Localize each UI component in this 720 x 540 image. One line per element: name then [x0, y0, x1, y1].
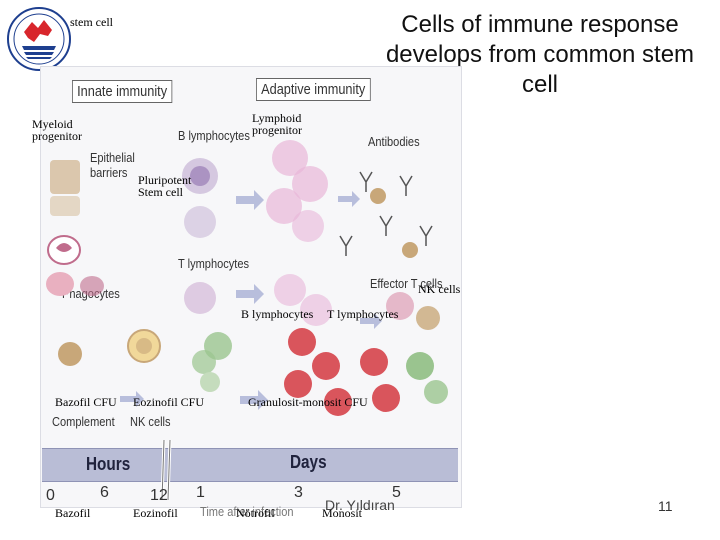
- myeloid-progenitor-label-2: progenitor: [32, 129, 82, 143]
- immune-figure-panel: [40, 66, 462, 508]
- cell-illustrations: [46, 140, 448, 416]
- figure-t-lymphocytes-label: T lymphocytes: [178, 256, 250, 271]
- arrow-icons: [120, 190, 382, 410]
- green-nk-cells-icon: [406, 352, 448, 404]
- innate-immunity-heading: Innate immunity: [72, 80, 173, 103]
- time-axis-break: [160, 440, 172, 500]
- pluripotent-stem-cell-label-1: Pluripotent: [138, 173, 192, 187]
- pluripotent-stem-cell-label-2: Stem cell: [138, 185, 183, 199]
- stem-cell-label: stem cell: [70, 15, 113, 29]
- figure-antibodies-label: Antibodies: [368, 134, 420, 149]
- slide-title: Cells of immune response develops from c…: [385, 11, 695, 98]
- figure-complement-label: Complement: [52, 414, 115, 429]
- page-number: 11: [658, 498, 673, 514]
- university-logo: [7, 7, 71, 71]
- tick-12: 12: [150, 487, 168, 504]
- tick-3: 3: [294, 484, 303, 501]
- figure-nk-cells-label: NK cells: [130, 414, 171, 429]
- phagocyte-cells-icon: [46, 235, 104, 296]
- lymphoid-progenitor-label-1: Lymphoid: [252, 111, 302, 125]
- figure-epithelial-label-1: Epithelial: [90, 150, 135, 165]
- t-lymphocyte-cells-icon: [184, 274, 440, 330]
- figure-b-lymphocytes-label: B lymphocytes: [178, 128, 250, 143]
- antibodies-icon: [339, 171, 433, 256]
- time-axis-bar: [42, 448, 458, 482]
- tick-6: 6: [100, 484, 109, 501]
- hours-label: Hours: [86, 454, 131, 474]
- eozinofil-cfu-label: Eozinofil CFU: [133, 395, 204, 409]
- b-lymphocyte-cells-icon: [182, 140, 328, 242]
- bazofil-cfu-label: Bazofil CFU: [55, 395, 117, 409]
- notrofil-label: Nötrofil: [236, 506, 275, 520]
- granulosit-monosit-cfu-label: Granulosit-monosit CFU: [248, 395, 368, 409]
- bazofil-label: Bazofil: [55, 506, 91, 520]
- tick-0: 0: [46, 487, 55, 504]
- adaptive-immunity-heading: Adaptive immunity: [256, 78, 371, 101]
- time-after-infection-caption: Time after infection: [200, 504, 294, 519]
- author-footer: Dr. Yıldıran: [325, 497, 395, 513]
- eozinofil-label: Eozinofil: [133, 506, 178, 520]
- tick-1: 1: [196, 484, 205, 501]
- tick-5: 5: [392, 484, 401, 501]
- figure-effector-t-cells-label: Effector T cells: [370, 276, 443, 291]
- t-lymphocytes-label: T lymphocytes: [327, 307, 399, 321]
- nk-cells-label: NK cells: [418, 282, 461, 296]
- myeloid-progenitor-label-1: Myeloid: [32, 117, 73, 131]
- figure-epithelial-label-2: barriers: [90, 165, 128, 180]
- innate-lower-cells-icon: [58, 329, 232, 392]
- days-label: Days: [290, 452, 327, 472]
- red-effector-cells-icon: [284, 328, 400, 416]
- lymphoid-progenitor-label-2: progenitor: [252, 123, 302, 137]
- monosit-label: Monosit: [322, 506, 363, 520]
- b-lymphocytes-label: B lymphocytes: [241, 307, 314, 321]
- epithelial-cells-icon: [50, 160, 80, 216]
